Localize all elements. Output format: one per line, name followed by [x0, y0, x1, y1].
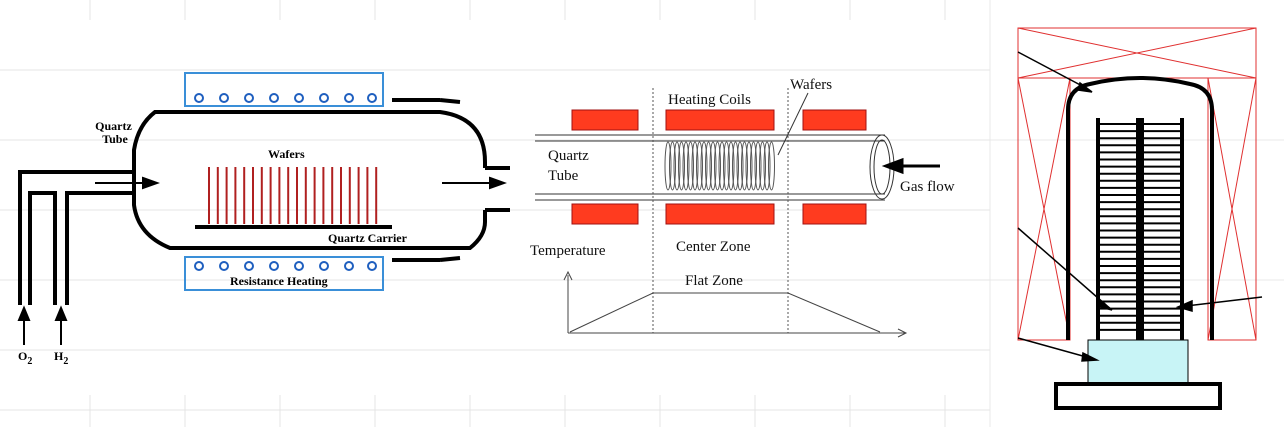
wafers — [208, 167, 378, 224]
center-zone-label: Center Zone — [676, 239, 751, 255]
wafer — [741, 141, 748, 191]
base-plate — [1054, 382, 1222, 410]
wafer — [763, 141, 771, 191]
background-grid — [0, 0, 990, 427]
wafer — [700, 141, 708, 191]
temperature-label: Temperature — [530, 243, 606, 259]
top-heating-coil — [184, 72, 384, 107]
o2-label: O2 — [18, 349, 32, 367]
vertical-wafers — [1100, 123, 1180, 331]
wafer — [723, 141, 730, 191]
top-coil-turns — [194, 93, 377, 103]
quartz-carrier-label: Quartz Carrier — [328, 231, 408, 245]
temperature-profile — [563, 270, 908, 338]
heating-coils-label: Heating Coils — [668, 92, 751, 108]
wafer — [759, 141, 766, 191]
vertical-furnace-diagram — [989, 0, 1284, 427]
wafers-label: Wafers — [268, 147, 305, 161]
pointer-arrows — [1017, 51, 1263, 362]
wafer — [682, 141, 690, 191]
wafer — [768, 141, 775, 191]
h2-label: H2 — [54, 349, 68, 367]
bottom-coil-turns — [194, 261, 377, 271]
flow-arrow-in — [95, 176, 160, 190]
wafers-label-middle: Wafers — [790, 77, 832, 93]
resistance-heating-label: Resistance Heating — [230, 274, 328, 288]
wafer — [678, 141, 685, 191]
wafer — [718, 141, 726, 191]
wafer — [754, 141, 762, 191]
horizontal-furnace-diagram: Heating Coils Wafers Quartz Tube Gas flo… — [530, 77, 955, 338]
flat-zone-label: Flat Zone — [685, 273, 743, 289]
oxidation-furnace-diagram: Resistance Heating O2 H2 — [17, 72, 510, 367]
bottom-heating-coil — [184, 256, 384, 291]
zone-markers — [652, 88, 789, 333]
wafer-stack — [664, 141, 775, 191]
wafer — [696, 141, 703, 191]
quartz-bell-jar — [1066, 76, 1214, 340]
quartz-tube-label-middle: Quartz Tube — [548, 148, 593, 184]
wafer — [687, 141, 694, 191]
quartz-tube-label: Quartz Tube — [95, 119, 135, 146]
gas-flow-label: Gas flow — [900, 179, 955, 195]
quartz-tube-top-right — [185, 110, 487, 168]
wafer — [673, 141, 681, 191]
wafer — [745, 141, 753, 191]
wafer — [732, 141, 739, 191]
wafer — [736, 141, 744, 191]
quartz-tube-middle — [535, 134, 895, 201]
heater-frame — [1017, 27, 1257, 341]
wafer — [705, 141, 712, 191]
wafer — [664, 141, 672, 191]
heating-coils — [571, 109, 867, 225]
wafer — [714, 141, 721, 191]
gas-input-arrows — [17, 305, 68, 345]
flow-arrow-out — [442, 176, 507, 190]
wafer — [669, 141, 676, 191]
wafer-boat — [1096, 118, 1184, 340]
wafer — [709, 141, 717, 191]
gas-flow-arrow — [881, 157, 940, 175]
wafer — [691, 141, 699, 191]
gas-inlet-pipes — [18, 170, 134, 305]
pedestal — [1087, 339, 1189, 385]
wafer — [750, 141, 757, 191]
wafer — [727, 141, 735, 191]
quartz-tube — [132, 110, 487, 250]
